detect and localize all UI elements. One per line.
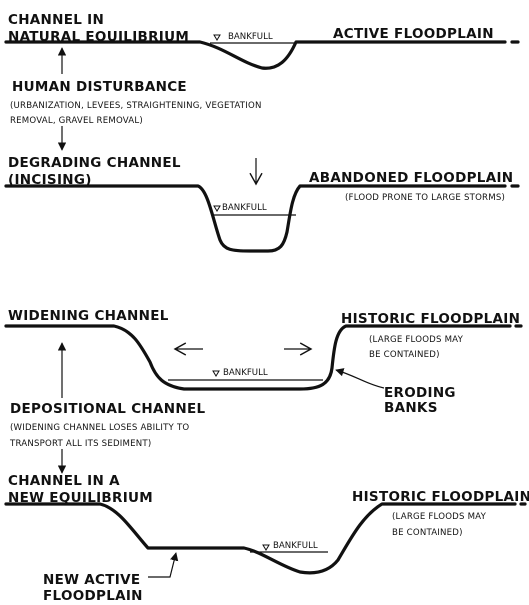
- stage3-bank-label-line1: ERODING: [384, 385, 456, 401]
- stage3-channel-profile: [4, 324, 512, 391]
- human-disturbance-block: HUMAN DISTURBANCE (URBANIZATION, LEVEES,…: [10, 79, 262, 126]
- stage3-floodplain-label: HISTORIC FLOODPLAIN: [341, 311, 520, 327]
- stage1-floodplain-label: ACTIVE FLOODPLAIN: [333, 26, 494, 42]
- stage4-channel-profile: [4, 502, 517, 575]
- new-floodplain-leader-icon: [148, 552, 179, 578]
- stage4-floodplain-label: HISTORIC FLOODPLAIN: [352, 489, 529, 505]
- stage2-bankfull-icon: [213, 205, 221, 212]
- stage2-channel-profile: [4, 184, 507, 253]
- stage4-bankfull-label: BANKFULL: [273, 541, 318, 551]
- stage4-floodplain-label-line2: FLOODPLAIN: [43, 588, 143, 604]
- stage1-title-line1: CHANNEL IN: [8, 12, 104, 28]
- disturbance-title: HUMAN DISTURBANCE: [12, 79, 187, 95]
- stage-widening-channel: WIDENING CHANNEL BANKFULL HISTORIC FLOOD…: [4, 308, 523, 416]
- stage2-floodplain-label: ABANDONED FLOODPLAIN: [309, 170, 513, 186]
- stage2-title-line2: (INCISING): [8, 172, 92, 188]
- disturbance-detail-line2: REMOVAL, GRAVEL REMOVAL): [10, 116, 143, 126]
- stage2-bankfull-label: BANKFULL: [222, 203, 267, 213]
- stage4-floodplain-note-line2: BE CONTAINED): [392, 528, 463, 538]
- stage3-bankfull-label: BANKFULL: [223, 368, 268, 378]
- stage-new-equilibrium: CHANNEL IN A NEW EQUILIBRIUM BANKFULL HI…: [4, 473, 529, 604]
- depositional-detail-line2: TRANSPORT ALL ITS SEDIMENT): [9, 439, 151, 449]
- stage1-bankfull-icon: [213, 34, 221, 41]
- stage2-floodplain-note: (FLOOD PRONE TO LARGE STORMS): [345, 193, 505, 203]
- stage4-floodplain-label-line1: NEW ACTIVE: [43, 572, 140, 588]
- stage3-bank-label-line2: BANKS: [384, 400, 438, 416]
- depositional-channel-block: DEPOSITIONAL CHANNEL (WIDENING CHANNEL L…: [9, 401, 205, 449]
- stage4-floodplain-note-line1: (LARGE FLOODS MAY: [392, 512, 487, 522]
- stage-natural-equilibrium: CHANNEL IN NATURAL EQUILIBRIUM BANKFULL …: [4, 12, 520, 70]
- stage1-channel-profile: [4, 40, 507, 70]
- depositional-detail-line1: (WIDENING CHANNEL LOSES ABILITY TO: [10, 423, 189, 433]
- stage1-bankfull-label: BANKFULL: [228, 32, 273, 42]
- stage2-title-line1: DEGRADING CHANNEL: [8, 155, 181, 171]
- stage4-title-line2: NEW EQUILIBRIUM: [8, 490, 153, 506]
- disturbance-detail-line1: (URBANIZATION, LEVEES, STRAIGHTENING, VE…: [10, 101, 262, 111]
- stage3-floodplain-note-line2: BE CONTAINED): [369, 350, 440, 360]
- stage-degrading-channel: DEGRADING CHANNEL (INCISING) BANKFULL AB…: [4, 155, 520, 253]
- stage4-bankfull-icon: [262, 544, 270, 551]
- stage3-bankfull-icon: [212, 370, 220, 377]
- stage3-title: WIDENING CHANNEL: [8, 308, 169, 324]
- stage4-title-line1: CHANNEL IN A: [8, 473, 120, 489]
- depositional-title: DEPOSITIONAL CHANNEL: [10, 401, 205, 417]
- stage3-floodplain-note-line1: (LARGE FLOODS MAY: [369, 335, 464, 345]
- eroding-banks-leader-icon: [335, 368, 385, 389]
